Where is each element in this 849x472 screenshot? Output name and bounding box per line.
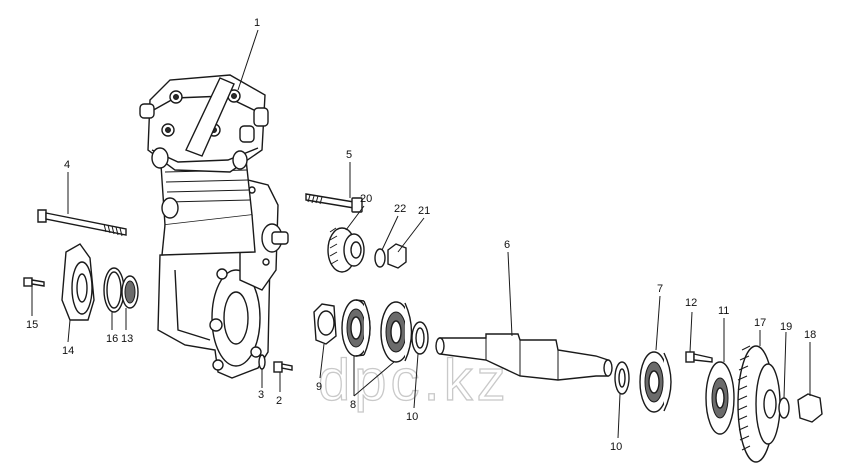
bearing-8b <box>380 301 413 363</box>
callout-19: 19 <box>780 321 792 333</box>
callout-17: 17 <box>754 317 766 329</box>
large-gear <box>737 345 781 463</box>
long-bolt <box>37 209 127 237</box>
callout-6: 6 <box>504 239 510 251</box>
washer-3 <box>258 354 266 370</box>
callout-5: 5 <box>346 149 352 161</box>
callout-9: 9 <box>316 381 322 393</box>
callout-8: 8 <box>350 399 356 411</box>
leader-lines <box>31 29 811 439</box>
callout-2: 2 <box>276 395 282 407</box>
bearing-7 <box>639 351 672 413</box>
callout-12: 12 <box>685 297 697 309</box>
washer-22 <box>374 248 386 268</box>
flange-14 <box>61 243 95 321</box>
bolt-15 <box>23 277 45 287</box>
compressor-assembly <box>139 74 289 379</box>
callout-1: 1 <box>254 17 260 29</box>
o-ring-16 <box>103 267 125 313</box>
callout-14: 14 <box>62 345 74 357</box>
bolt-2 <box>273 361 293 373</box>
nut-18 <box>797 393 823 423</box>
callout-15: 15 <box>26 319 38 331</box>
washer-19 <box>778 397 790 419</box>
callout-10a: 10 <box>406 411 418 423</box>
callout-7: 7 <box>657 283 663 295</box>
bolt-5 <box>305 193 363 213</box>
callout-13: 13 <box>121 333 133 345</box>
spacer-10b <box>614 361 630 395</box>
spacer-10a <box>411 321 429 355</box>
callout-3: 3 <box>258 389 264 401</box>
callout-21: 21 <box>418 205 430 217</box>
callout-22: 22 <box>394 203 406 215</box>
bearing-8a <box>341 299 371 357</box>
nut-21 <box>387 243 407 269</box>
shaft <box>435 333 613 381</box>
seal-13 <box>121 275 139 309</box>
small-gear <box>327 227 365 273</box>
flange-11 <box>705 361 735 435</box>
callout-11: 11 <box>718 305 729 317</box>
callout-labels: 1 4 5 20 22 21 6 7 12 11 17 19 18 15 14 … <box>26 17 816 453</box>
callout-4: 4 <box>64 159 70 171</box>
callout-18: 18 <box>804 329 816 341</box>
callout-20: 20 <box>360 193 372 205</box>
bolt-12 <box>685 351 713 363</box>
spacer-9 <box>313 303 337 345</box>
callout-10b: 10 <box>610 441 622 453</box>
callout-16: 16 <box>106 333 118 345</box>
